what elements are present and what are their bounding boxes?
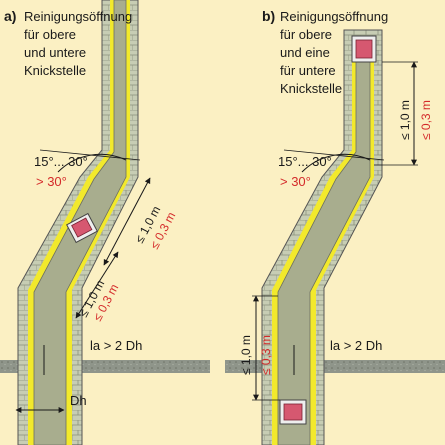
la-label-a: la > 2 Dh	[90, 338, 142, 353]
dist-top-red-b: ≤ 0,3 m	[419, 100, 433, 140]
la-label-b: la > 2 Dh	[330, 338, 382, 353]
cleaning-door-top-b	[351, 35, 377, 63]
floor-slab-b	[225, 360, 445, 373]
cleaning-door-a	[66, 212, 98, 244]
dist-bottom-black-b: ≤ 1,0 m	[239, 335, 253, 375]
dim-lower-a	[75, 251, 119, 319]
cleaning-door-bottom-b	[279, 399, 307, 425]
panel-b: b) Reinigungsöffnung für obere und eine …	[225, 8, 445, 445]
dh-label-a: Dh	[70, 393, 87, 408]
angle-line-a	[39, 149, 141, 161]
angle-limit-b: > 30°	[280, 174, 311, 189]
angle-range-b: 15°... 30°	[278, 154, 332, 169]
angle-line-b	[283, 149, 385, 161]
panel-a-letter: a)	[4, 8, 16, 24]
panel-b-letter: b)	[262, 8, 275, 24]
angle-range-a: 15°... 30°	[34, 154, 88, 169]
dim-upper-a	[103, 177, 151, 266]
angle-limit-a: > 30°	[36, 174, 67, 189]
panel-a: a) Reinigungsöffnung für obere und unter…	[0, 0, 210, 445]
panel-b-caption: Reinigungsöffnung für obere und eine für…	[280, 9, 392, 96]
dist-bottom-red-b: ≤ 0,3 m	[259, 335, 273, 375]
flue-b	[277, 61, 371, 445]
panel-a-caption: Reinigungsöffnung für obere und untere K…	[24, 9, 136, 78]
dist-top-black-b: ≤ 1,0 m	[398, 100, 412, 140]
